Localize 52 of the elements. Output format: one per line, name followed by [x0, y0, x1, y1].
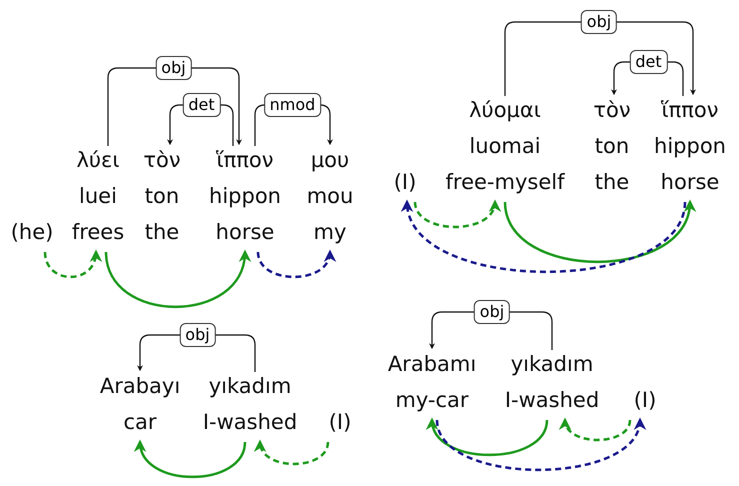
word-text: car [122, 409, 158, 436]
word-text: the [594, 169, 630, 196]
edge-label: det [182, 93, 221, 117]
curved-arrow [414, 200, 500, 228]
edge-label: obj [179, 323, 216, 347]
word-text: I-washed [504, 387, 600, 414]
curved-arrow [560, 418, 632, 442]
word-text: (I) [634, 387, 656, 414]
word-text: my [312, 219, 348, 246]
word-text: yıkadım [208, 373, 292, 400]
word-text: yıkadım [510, 351, 594, 378]
word-text: luomai [468, 133, 542, 160]
word-text: the [144, 219, 180, 246]
edge-label: obj [155, 56, 192, 80]
word-text: frees [72, 219, 124, 246]
curved-arrow [504, 200, 694, 263]
edge-label: obj [474, 300, 510, 324]
word-text: ἵππον [660, 97, 720, 124]
dependency-arc [504, 21, 696, 96]
curved-arrow [256, 250, 334, 278]
word-text: free-myself [446, 169, 564, 196]
word-text: τὸν [593, 97, 631, 124]
curved-arrow [104, 250, 250, 308]
word-text: λύομαι [468, 97, 542, 124]
word-text: hippon [209, 183, 281, 210]
word-text: horse [214, 219, 276, 246]
curved-arrow [44, 250, 101, 278]
curved-arrow [403, 200, 686, 273]
edge-label: nmod [264, 93, 322, 117]
word-text: horse [660, 169, 720, 196]
edge-label: det [629, 50, 668, 74]
word-text: Arabayı [100, 373, 180, 400]
word-text: (I) [328, 409, 352, 436]
word-text: my-car [394, 387, 470, 414]
word-text: τὸν [143, 147, 181, 174]
word-text: hippon [654, 133, 726, 160]
word-text: ton [144, 183, 180, 210]
curved-arrow [256, 440, 330, 466]
word-text: Arabamı [388, 351, 476, 378]
curved-arrow [428, 418, 548, 456]
word-text: ἵππον [215, 147, 274, 174]
word-text: (he) [10, 219, 54, 246]
word-text: luei [78, 183, 118, 210]
word-text: mou [306, 183, 354, 210]
curved-arrow [136, 440, 246, 478]
word-text: (I) [394, 169, 416, 196]
word-text: ton [594, 133, 630, 160]
word-text: λύει [75, 147, 121, 174]
word-text: μου [310, 147, 350, 174]
word-text: I-washed [202, 409, 298, 436]
edge-label: obj [580, 10, 618, 34]
curved-arrow [436, 418, 644, 472]
